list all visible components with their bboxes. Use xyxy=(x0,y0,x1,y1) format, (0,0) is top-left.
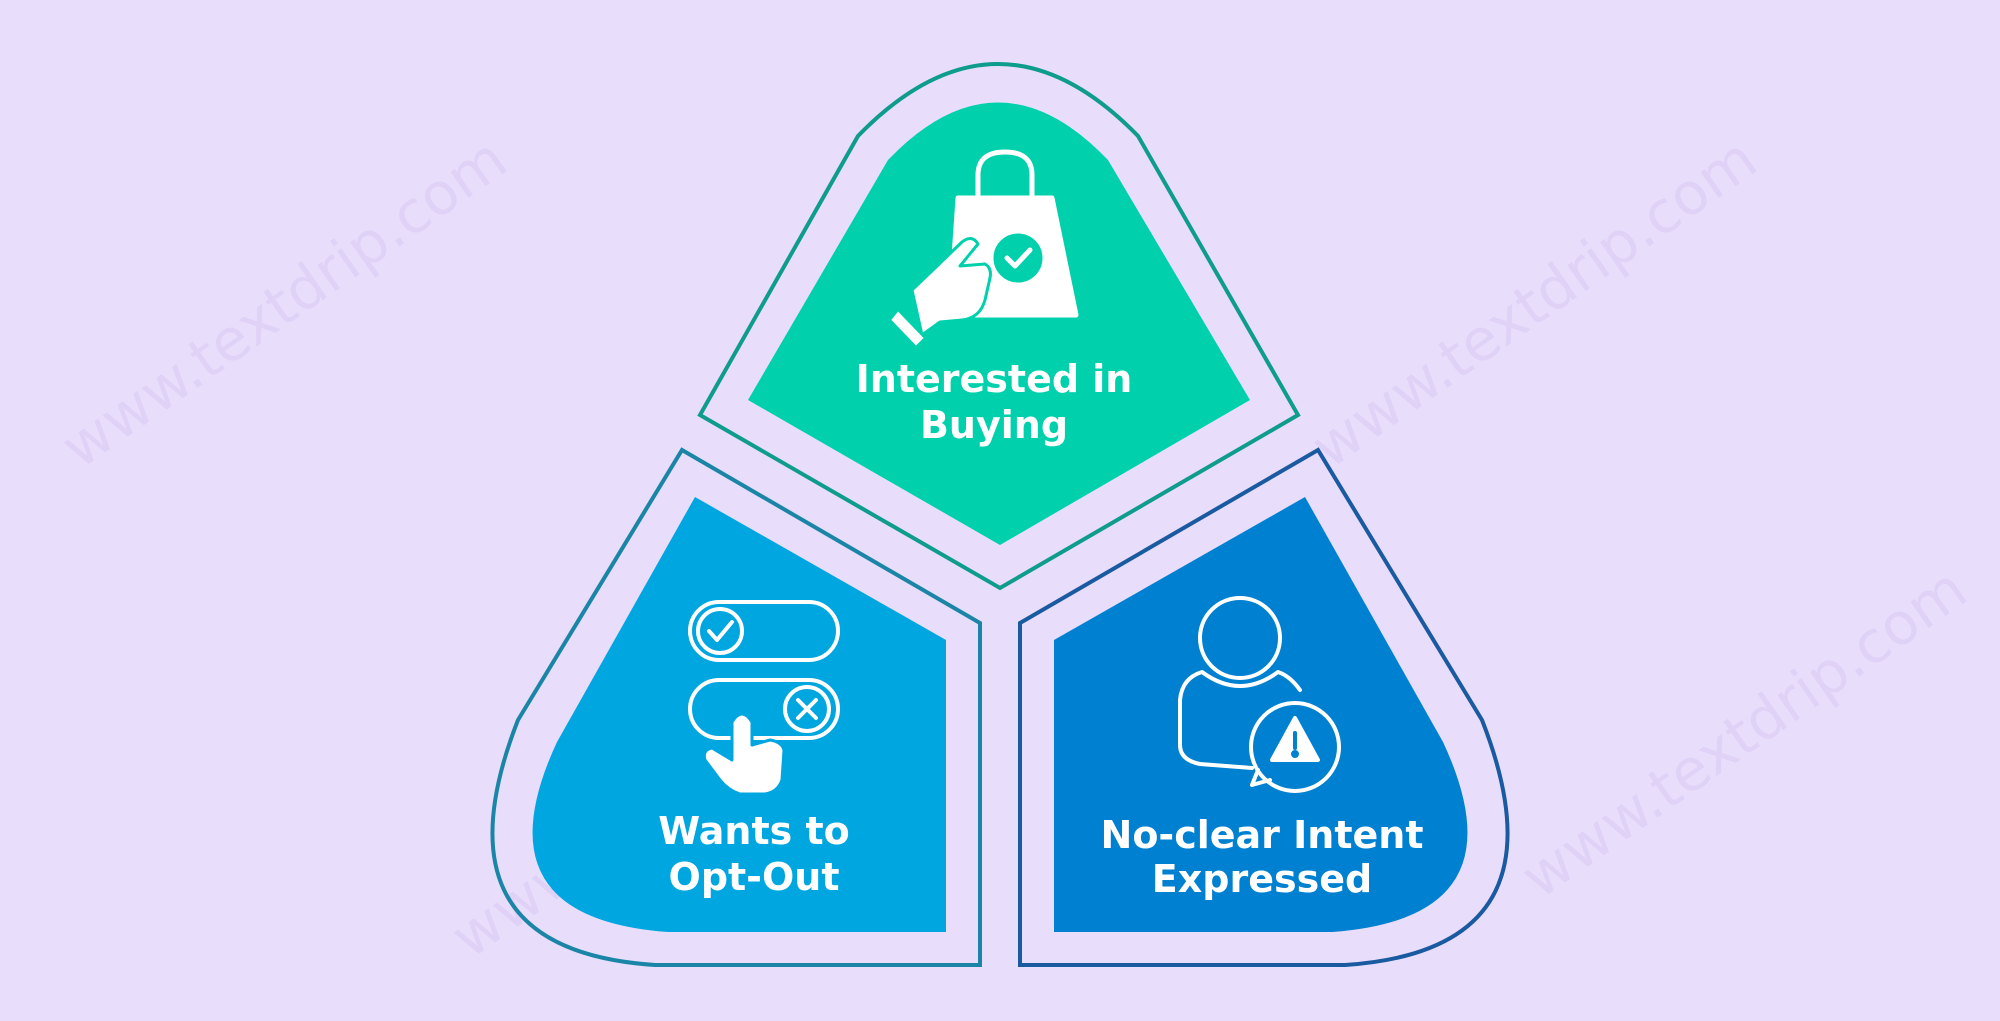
left-segment-label-line2: Opt-Out xyxy=(669,855,840,899)
segment-no-clear-intent: No-clear Intent Expressed xyxy=(1018,447,1510,967)
right-segment-outline xyxy=(1018,447,1510,967)
right-segment-label-line2: Expressed xyxy=(1152,857,1372,901)
segment-interested-in-buying: Interested in Buying xyxy=(697,62,1301,591)
shopping-bag-touch-icon xyxy=(889,149,1079,348)
watermark-left: www.textdrip.com xyxy=(49,124,519,481)
left-segment-label-line1: Wants to xyxy=(658,809,850,853)
left-segment-outline xyxy=(490,447,982,967)
watermark-right: www.textdrip.com xyxy=(1299,124,1769,481)
top-segment-label-line1: Interested in xyxy=(856,357,1133,401)
top-segment-label-line2: Buying xyxy=(920,403,1068,447)
toggle-switches-icon xyxy=(688,600,840,796)
segment-wants-to-opt-out: Wants to Opt-Out xyxy=(490,447,982,967)
user-alert-icon xyxy=(1178,596,1341,793)
watermark-right-lower: www.textdrip.com xyxy=(1509,554,1979,911)
top-segment-outline xyxy=(697,62,1301,591)
right-segment-fill xyxy=(1054,497,1468,932)
top-segment-fill xyxy=(748,102,1250,545)
right-segment-label-line1: No-clear Intent xyxy=(1101,813,1424,857)
